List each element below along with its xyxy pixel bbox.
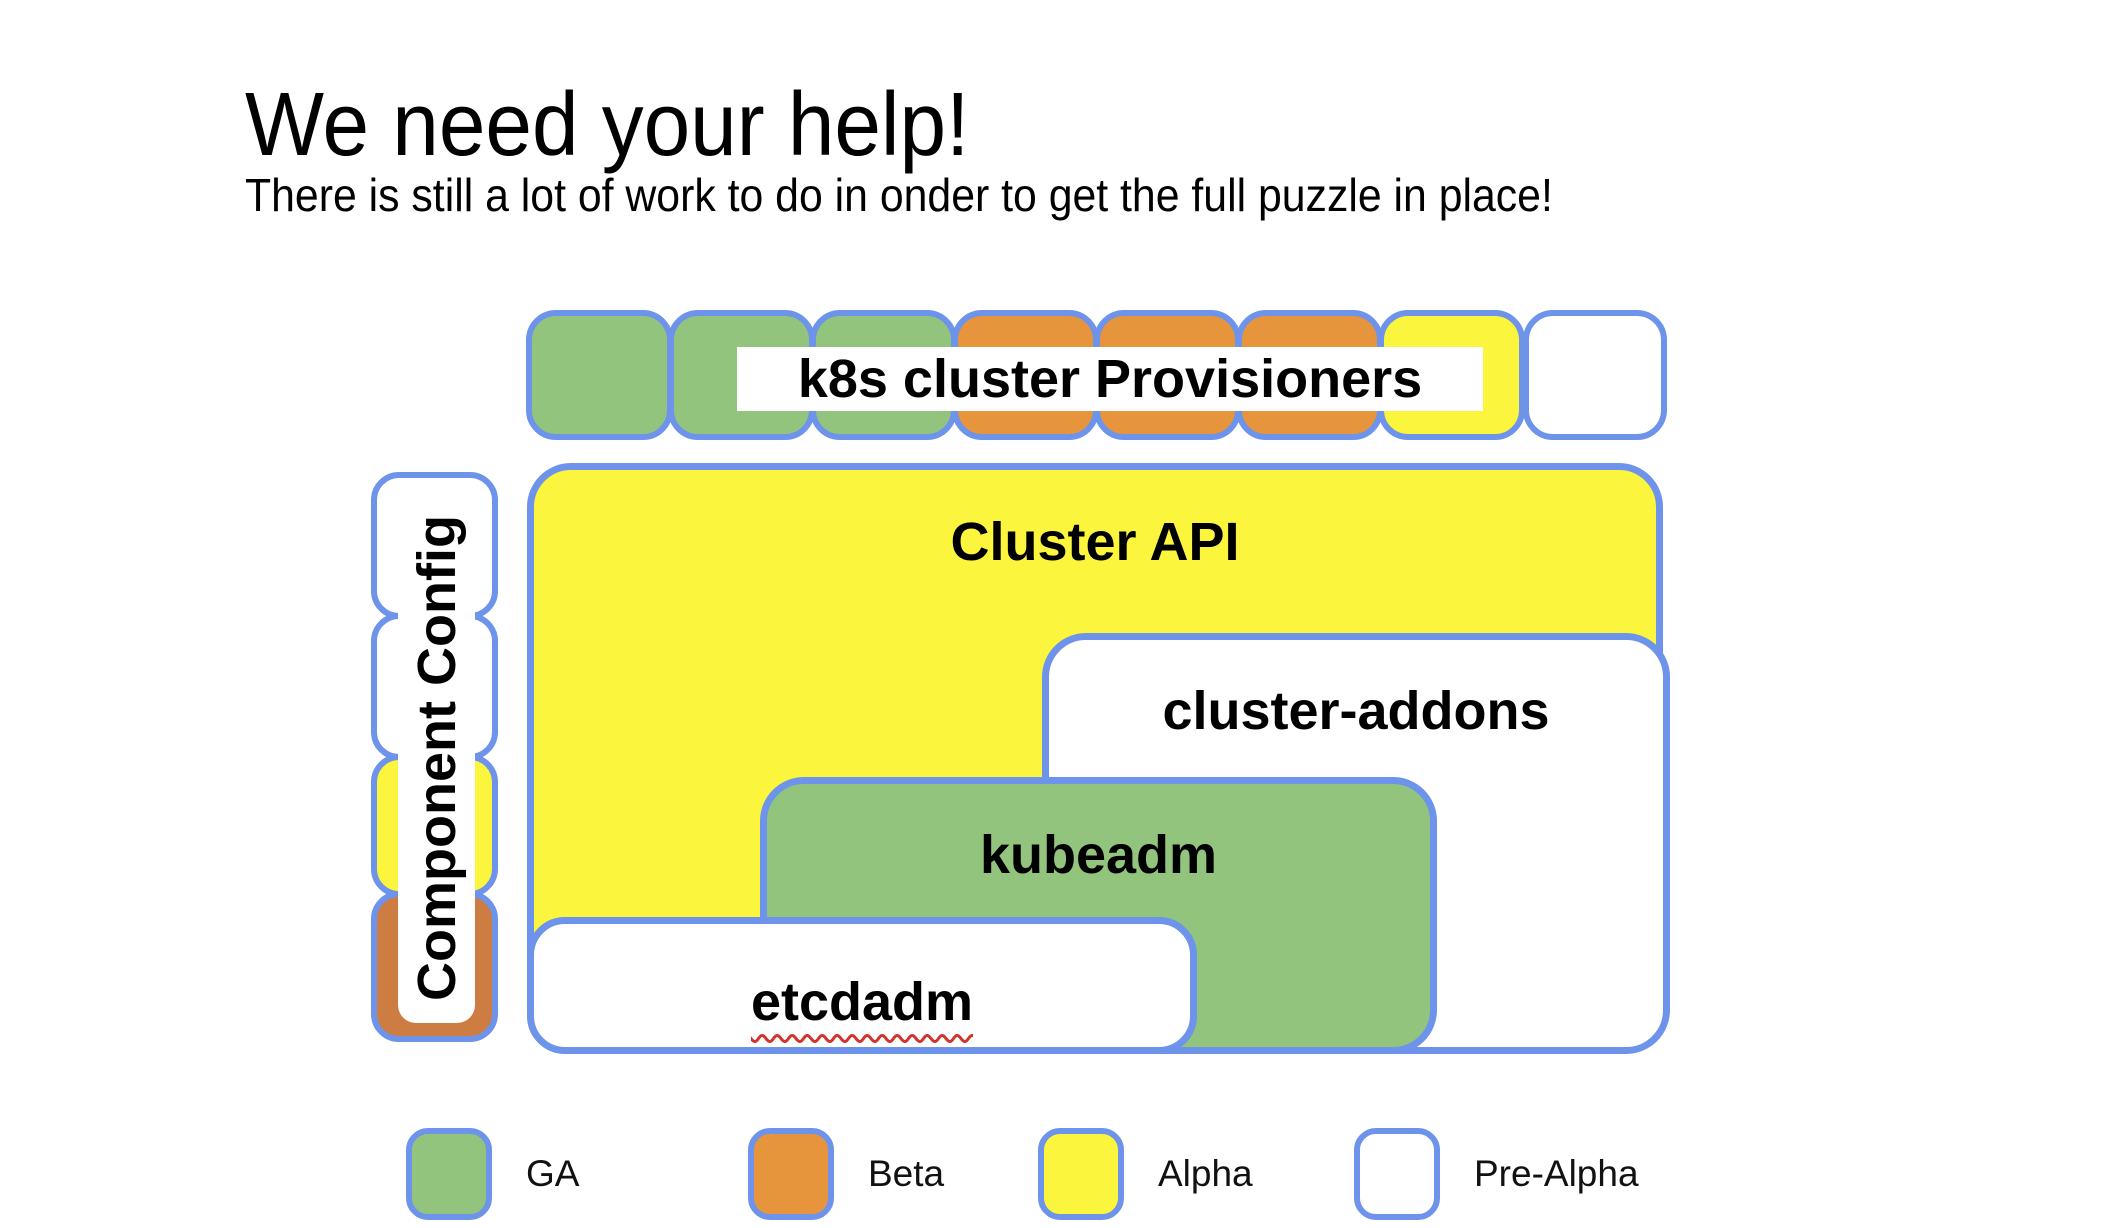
legend-swatch-ga bbox=[406, 1128, 492, 1220]
legend-item-ga: GA bbox=[406, 1128, 579, 1220]
etcdadm-label: etcdadm bbox=[527, 975, 1197, 1029]
page-title: We need your help! bbox=[245, 76, 1024, 175]
kubeadm-label: kubeadm bbox=[760, 828, 1437, 882]
legend-item-alpha: Alpha bbox=[1038, 1128, 1253, 1220]
legend-swatch-beta bbox=[748, 1128, 834, 1220]
provisioners-label: k8s cluster Provisioners bbox=[797, 349, 1423, 409]
component-config-label: Component Config bbox=[406, 514, 467, 1001]
etcdadm-label-text: etcdadm bbox=[750, 972, 974, 1032]
kubeadm-label-text: kubeadm bbox=[979, 825, 1218, 885]
cluster-addons-label: cluster-addons bbox=[1042, 684, 1670, 738]
provisioner-piece-8-pre_alpha bbox=[1523, 310, 1667, 440]
provisioner-piece-1-ga bbox=[526, 310, 673, 440]
legend-swatch-pre-alpha bbox=[1354, 1128, 1440, 1220]
component-config-label-box: Component Config bbox=[398, 492, 475, 1023]
legend-label-ga: GA bbox=[526, 1153, 580, 1194]
legend-label-beta: Beta bbox=[868, 1153, 945, 1194]
cluster-api-label: Cluster API bbox=[527, 515, 1663, 569]
etcdadm-block bbox=[527, 917, 1197, 1054]
legend-item-pre-alpha: Pre-Alpha bbox=[1354, 1128, 1639, 1220]
cluster-api-label-text: Cluster API bbox=[950, 512, 1240, 572]
provisioners-label-box: k8s cluster Provisioners bbox=[737, 347, 1483, 411]
slide-subtitle: There is still a lot of work to do in on… bbox=[245, 168, 1651, 223]
legend-label-pre-alpha: Pre-Alpha bbox=[1474, 1153, 1639, 1194]
kubeadm-block bbox=[760, 777, 1437, 1054]
legend-swatch-alpha bbox=[1038, 1128, 1124, 1220]
legend-label-alpha: Alpha bbox=[1158, 1153, 1253, 1194]
cluster-addons-label-text: cluster-addons bbox=[1162, 681, 1550, 741]
page-title-text: We need your help! bbox=[245, 75, 970, 176]
slide-subtitle-text: There is still a lot of work to do in on… bbox=[245, 169, 1553, 221]
legend-item-beta: Beta bbox=[748, 1128, 944, 1220]
